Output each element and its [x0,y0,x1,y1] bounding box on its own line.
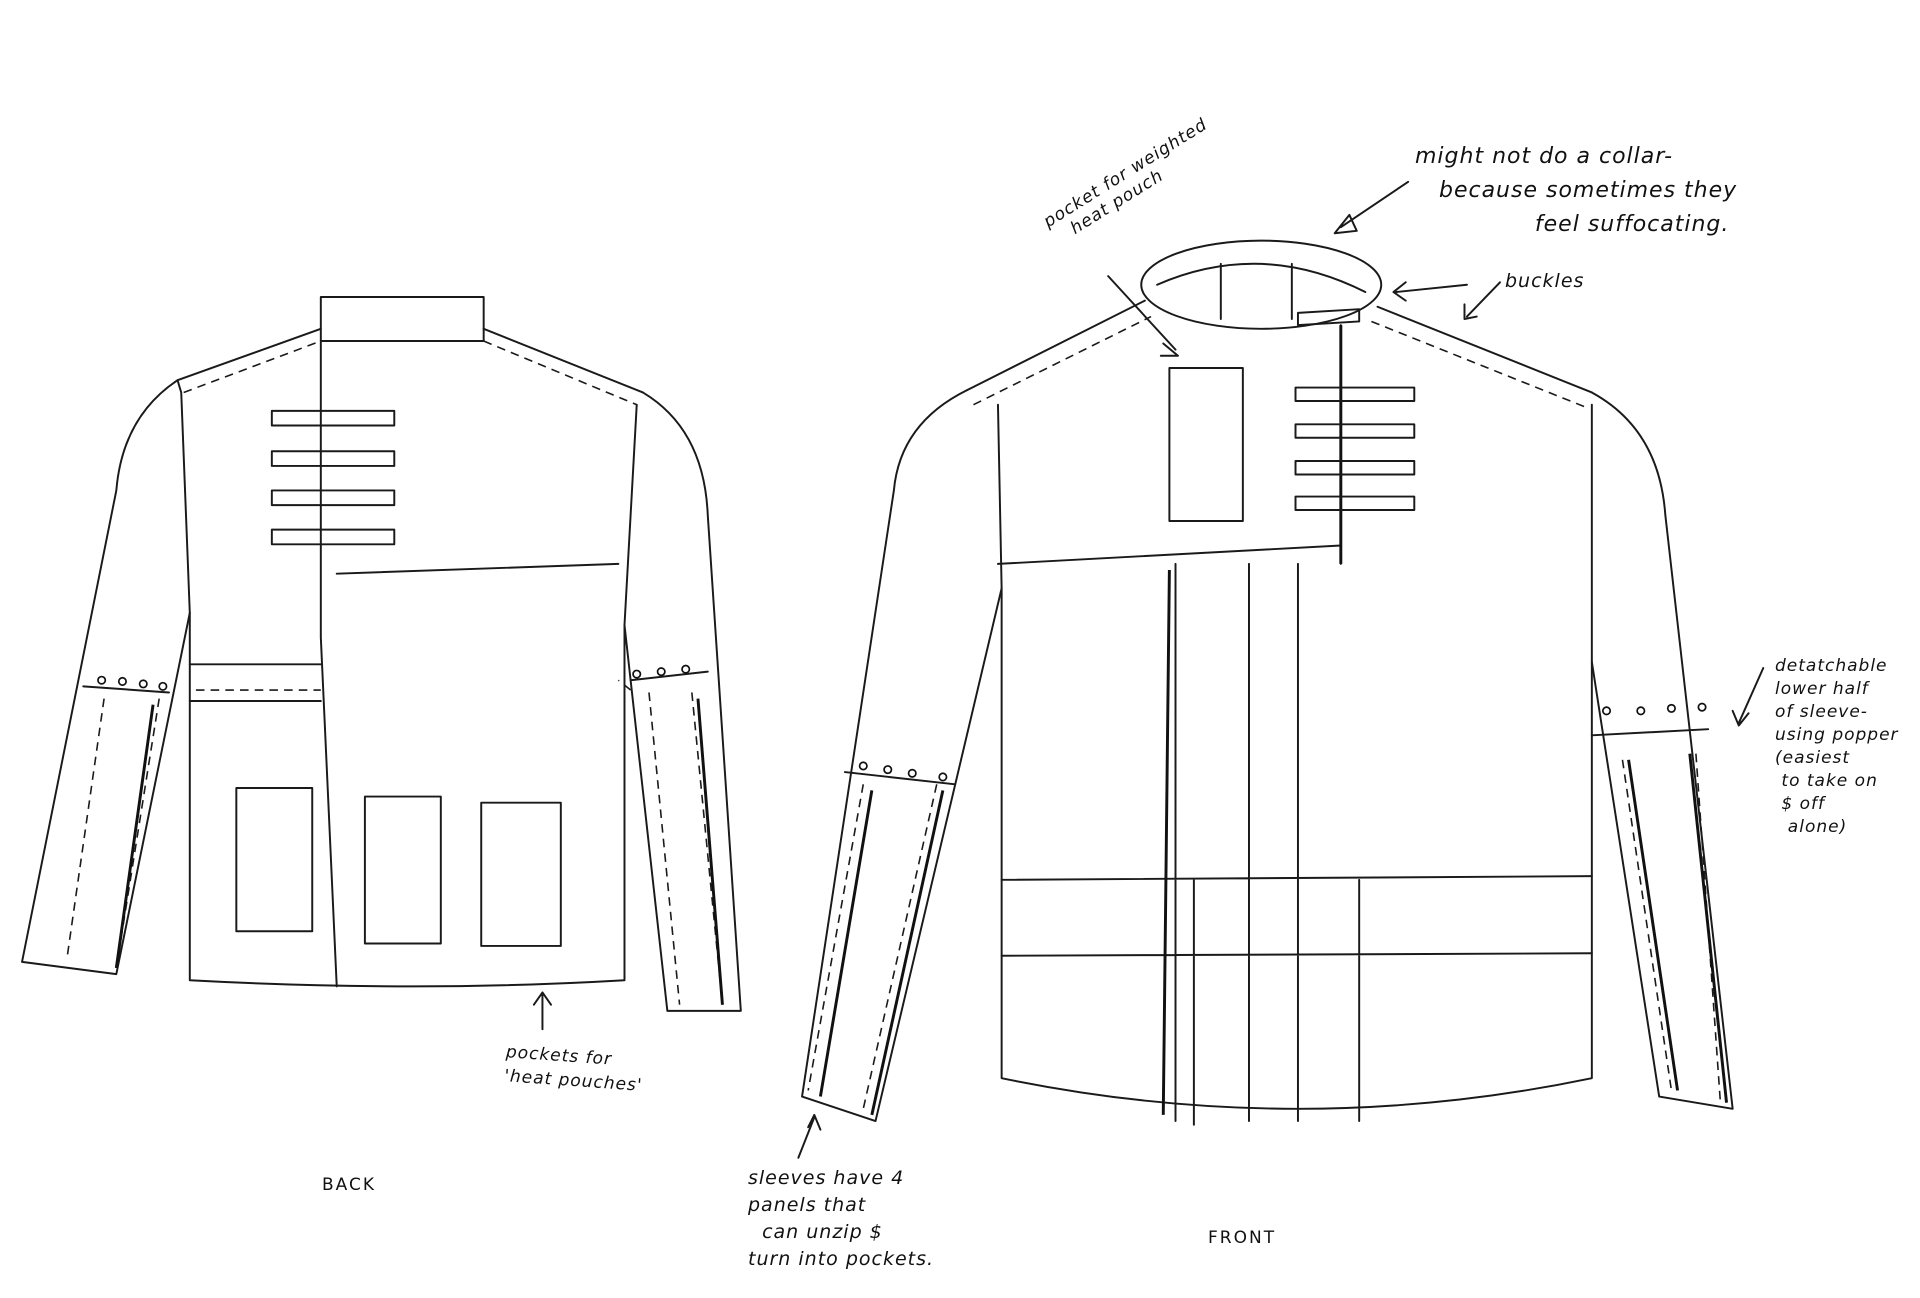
front-jacket-drawing [797,180,1765,1159]
detachable-sleeve-annotation: detatchable lower half of sleeve- using … [1775,656,1899,837]
back-pockets-annotation: pockets for 'heat pouches' [503,1042,644,1096]
sleeves-annotation: sleeves have 4 panels that can unzip $ t… [748,1167,935,1270]
buckles-annotation: buckles [1505,270,1585,292]
front-label: FRONT [1208,1228,1277,1248]
back-jacket-drawing [21,295,742,1031]
back-label: BACK [322,1175,377,1195]
collar-annotation: might not do a collar- because sometimes… [1415,144,1738,237]
